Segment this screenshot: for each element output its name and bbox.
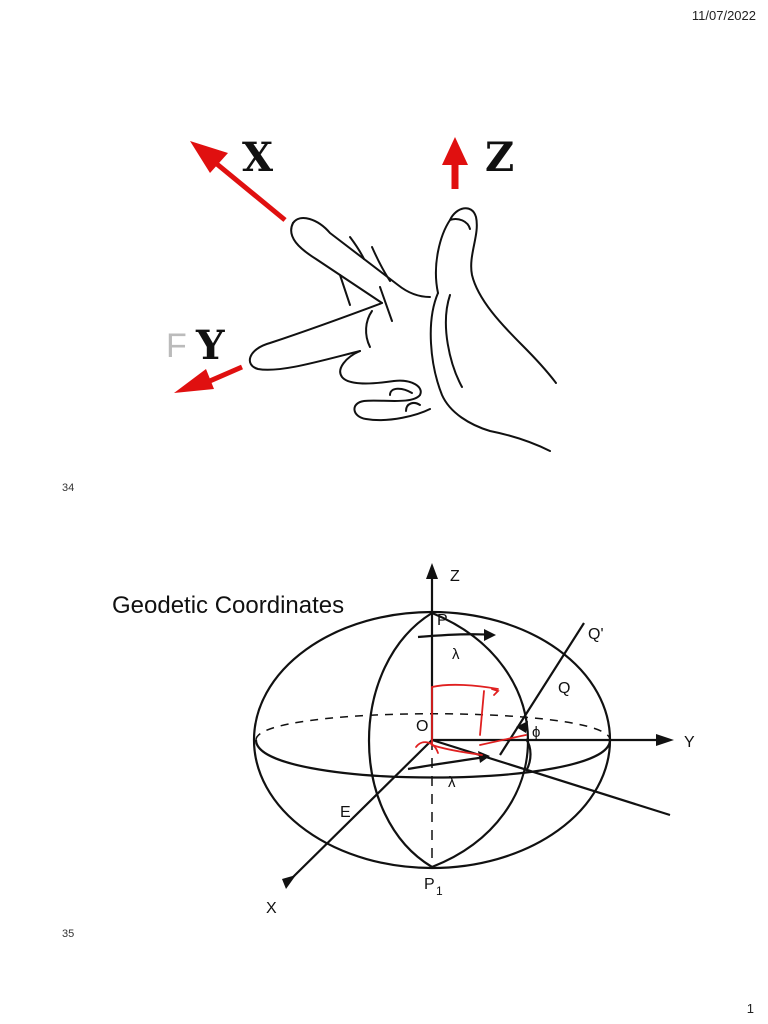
- q-prime-line: [499, 622, 585, 756]
- slide-number-35: 35: [62, 928, 75, 940]
- equator-front: [254, 739, 612, 779]
- x-axis-line: [289, 739, 433, 881]
- lambda-bottom-arrowhead: [478, 751, 490, 763]
- p-label: P: [437, 612, 448, 629]
- p1-subscript: 1: [436, 884, 443, 898]
- z-axis-label: Z: [485, 134, 514, 181]
- phi-arc: [525, 738, 532, 772]
- y-arrowhead: [656, 734, 674, 746]
- extra-f-letter: F: [166, 327, 187, 365]
- red-annotation: [415, 683, 527, 756]
- page-number: 1: [746, 1001, 754, 1016]
- x-arrowhead: [282, 875, 296, 889]
- y-axis-label: Y: [195, 322, 225, 369]
- z-arrowhead: [426, 563, 438, 579]
- slide-35-title: Geodetic Coordinates: [112, 592, 345, 619]
- slide-34-hand-figure: X Z F Y: [166, 134, 557, 452]
- y-axis-arrow: [174, 364, 243, 393]
- lambda-top-arrowhead: [484, 629, 496, 641]
- meridian-left: [368, 612, 433, 868]
- lambda-bottom-label: λ: [448, 774, 456, 791]
- slide-35-ellipsoid-diagram: Z P λ Q' Q O ϕ Y λ E P 1 X: [252, 563, 695, 917]
- q-prime-label: Q': [588, 626, 604, 643]
- lambda-top-label: λ: [452, 646, 460, 663]
- p1-label: P: [424, 876, 435, 893]
- lambda-arc-top: [417, 633, 493, 639]
- z-label: Z: [450, 568, 460, 585]
- x-axis-label: X: [242, 134, 273, 181]
- phi-marker: [516, 721, 528, 733]
- o-label: O: [416, 718, 428, 735]
- q-label: Q: [558, 680, 570, 697]
- lambda-arc-bottom: [407, 755, 486, 771]
- x-axis-arrow: [190, 141, 287, 222]
- header-date: 11/07/2022: [691, 8, 756, 23]
- y-label: Y: [684, 734, 695, 751]
- x-label: X: [266, 900, 277, 917]
- slide-number-34: 34: [62, 482, 75, 494]
- phi-label: ϕ: [532, 724, 540, 741]
- normal-line: [431, 738, 671, 817]
- hand-drawing: [248, 207, 557, 452]
- e-label: E: [340, 804, 351, 821]
- z-axis-arrow: [442, 137, 468, 189]
